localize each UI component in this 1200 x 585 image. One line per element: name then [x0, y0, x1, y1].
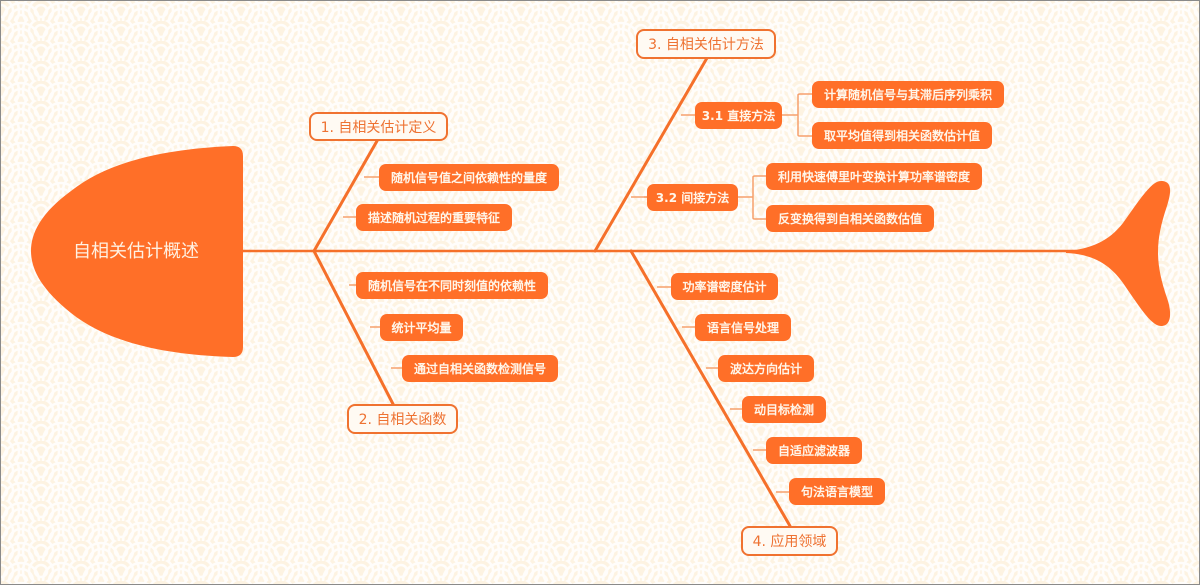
topic-4-application-fields[interactable]: 4. 应用领域	[741, 526, 838, 556]
topic-label: 3. 自相关估计方法	[648, 37, 764, 53]
app-power-spectral-density[interactable]: 功率谱密度估计	[671, 273, 778, 300]
app-label: 语言信号处理	[706, 321, 779, 335]
subtopic-dependency-across-time[interactable]: 随机信号在不同时刻值的依赖性	[356, 272, 548, 299]
subtopic-label: 3.2 间接方法	[655, 191, 730, 205]
app-label: 波达方向估计	[729, 362, 802, 376]
subtopic-label: 随机信号值之间依赖性的量度	[390, 171, 547, 185]
subtopic-label: 描述随机过程的重要特征	[367, 211, 500, 225]
app-doa-estimation[interactable]: 波达方向估计	[718, 355, 814, 382]
bone-branch-2	[312, 249, 395, 406]
app-speech-processing[interactable]: 语言信号处理	[695, 314, 791, 341]
leaf-average-estimate[interactable]: 取平均值得到相关函数估计值	[812, 122, 992, 149]
subtopic-3-1-direct-method[interactable]: 3.1 直接方法	[695, 102, 782, 129]
subtopic-label: 统计平均量	[391, 321, 452, 335]
subtopic-3-2-indirect-method[interactable]: 3.2 间接方法	[647, 184, 738, 211]
leaf-compute-lag-product[interactable]: 计算随机信号与其滞后序列乘积	[812, 81, 1004, 108]
subtopic-statistical-average[interactable]: 统计平均量	[380, 314, 463, 341]
leaf-label: 反变换得到自相关函数估值	[777, 212, 922, 226]
app-label: 自适应滤波器	[777, 444, 850, 458]
bone-branch-3	[593, 56, 709, 253]
subtopic-label: 通过自相关函数检测信号	[413, 362, 546, 376]
leaf-label: 利用快速傅里叶变换计算功率谱密度	[777, 170, 970, 184]
leaf-fft-power-spectrum[interactable]: 利用快速傅里叶变换计算功率谱密度	[766, 163, 982, 190]
app-label: 功率谱密度估计	[682, 280, 767, 294]
fish-tail-shape	[1066, 181, 1171, 326]
central-topic[interactable]: 自相关估计概述	[73, 241, 199, 262]
leaf-label: 取平均值得到相关函数估计值	[823, 129, 980, 143]
fish-head-shape	[31, 146, 243, 357]
subtopic-dependency-measure[interactable]: 随机信号值之间依赖性的量度	[379, 164, 559, 191]
topic-3-estimation-methods[interactable]: 3. 自相关估计方法	[636, 29, 776, 59]
leaf-inverse-transform[interactable]: 反变换得到自相关函数估值	[766, 205, 934, 232]
subtopic-label: 随机信号在不同时刻值的依赖性	[367, 279, 536, 293]
leaf-label: 计算随机信号与其滞后序列乘积	[823, 88, 992, 102]
subtopic-signal-detection[interactable]: 通过自相关函数检测信号	[402, 355, 558, 382]
topic-label: 4. 应用领域	[752, 534, 827, 550]
bone-branch-4	[629, 249, 792, 528]
subtopic-random-process-feature[interactable]: 描述随机过程的重要特征	[356, 204, 512, 231]
app-adaptive-filter[interactable]: 自适应滤波器	[766, 437, 862, 464]
topic-label: 2. 自相关函数	[358, 412, 447, 428]
app-moving-target-detection[interactable]: 动目标检测	[742, 396, 826, 423]
topic-label: 1. 自相关估计定义	[320, 119, 437, 136]
topic-2-autocorrelation-function[interactable]: 2. 自相关函数	[347, 404, 458, 434]
topic-1-autocorrelation-definition[interactable]: 1. 自相关估计定义	[309, 112, 448, 141]
app-label: 动目标检测	[753, 403, 814, 417]
app-label: 句法语言模型	[800, 485, 873, 499]
subtopic-label: 3.1 直接方法	[701, 109, 776, 123]
app-syntactic-language-model[interactable]: 句法语言模型	[789, 478, 885, 505]
bone-branch-1	[312, 139, 379, 253]
